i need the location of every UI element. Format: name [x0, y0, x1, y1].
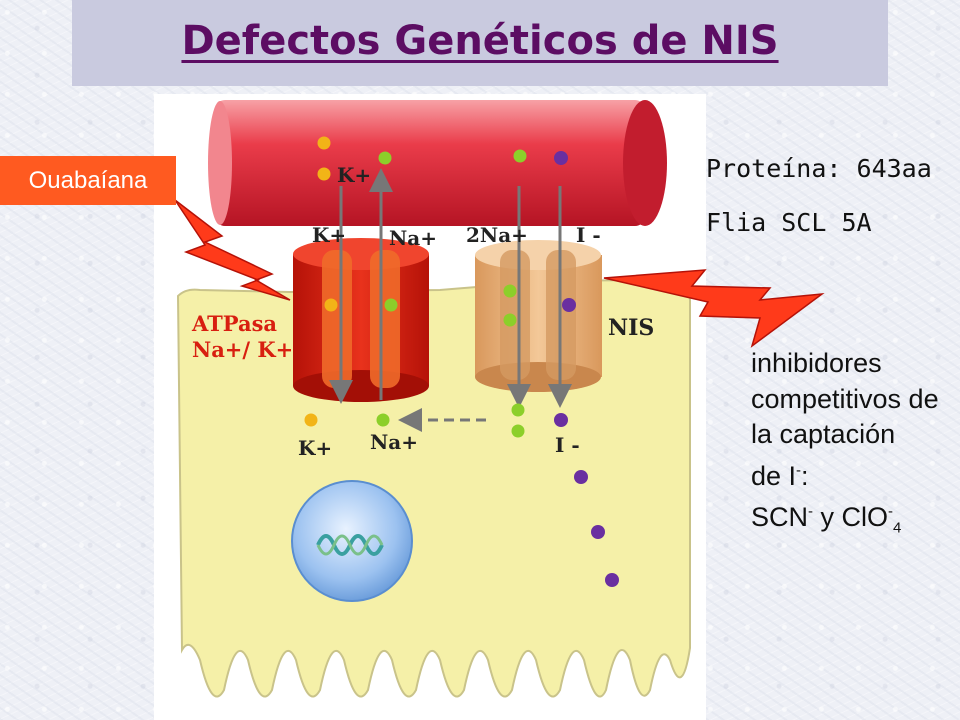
label-k-bottom: K+ — [298, 436, 332, 460]
i-ion — [605, 573, 619, 587]
i-ion — [562, 298, 576, 312]
label-nis: NIS — [608, 315, 654, 341]
i-ion — [574, 470, 588, 484]
na-ion — [376, 413, 390, 427]
ions — [304, 136, 619, 587]
na-ion — [503, 313, 517, 327]
label-atpasa-1: ATPasa — [191, 311, 277, 336]
i-ion — [554, 413, 568, 427]
transport-arrows — [329, 168, 572, 432]
ouabaina-label: Ouabaíana — [0, 156, 176, 205]
title-band — [72, 0, 888, 86]
inhibitors-line-2: competitivos de — [751, 383, 939, 414]
inhibitors-line-3: la captación — [751, 419, 896, 449]
na-ion — [511, 403, 525, 417]
label-k-mid: K+ — [312, 223, 346, 247]
inhibitors-line-1: inhibidores — [751, 348, 882, 378]
label-i-top: I - — [576, 223, 601, 247]
page-title: Defectos Genéticos de NIS — [181, 18, 779, 64]
inhibitors-line-4: de I-: — [751, 460, 809, 491]
label-na-bottom: Na+ — [370, 430, 418, 454]
protein-length: Proteína: 643aa — [706, 154, 932, 183]
blood-vessel — [208, 100, 667, 226]
diagram-labels: K+ K+ Na+ 2Na+ I - ATPasa Na+/ K+ NIS K+… — [191, 163, 654, 460]
i-ion — [591, 525, 605, 539]
label-atpasa-2: Na+/ K+ — [192, 337, 293, 362]
label-2na: 2Na+ — [466, 223, 528, 247]
label-na-mid: Na+ — [389, 226, 437, 250]
k-ion — [304, 413, 318, 427]
atpasa-pump — [293, 238, 429, 402]
ouabaina-lightning-icon — [174, 199, 291, 301]
nucleus — [291, 480, 413, 602]
k-ion — [317, 167, 331, 181]
i-ion — [554, 151, 568, 165]
label-i-bottom: I - — [555, 433, 580, 457]
na-ion — [384, 298, 398, 312]
label-k-top: K+ — [337, 163, 371, 187]
nis-channel — [475, 240, 602, 392]
na-ion — [378, 151, 392, 165]
inhibitors-note: inhibidores competitivos de la captación… — [751, 346, 939, 546]
inhibitors-line-5: SCN- y ClO-4 — [751, 502, 902, 537]
gene-family: Flia SCL 5A — [706, 208, 872, 237]
k-ion — [324, 298, 338, 312]
k-ion — [317, 136, 331, 150]
na-ion — [503, 284, 517, 298]
na-ion — [513, 149, 527, 163]
inhibitor-lightning-icon — [603, 269, 825, 348]
na-ion — [511, 424, 525, 438]
